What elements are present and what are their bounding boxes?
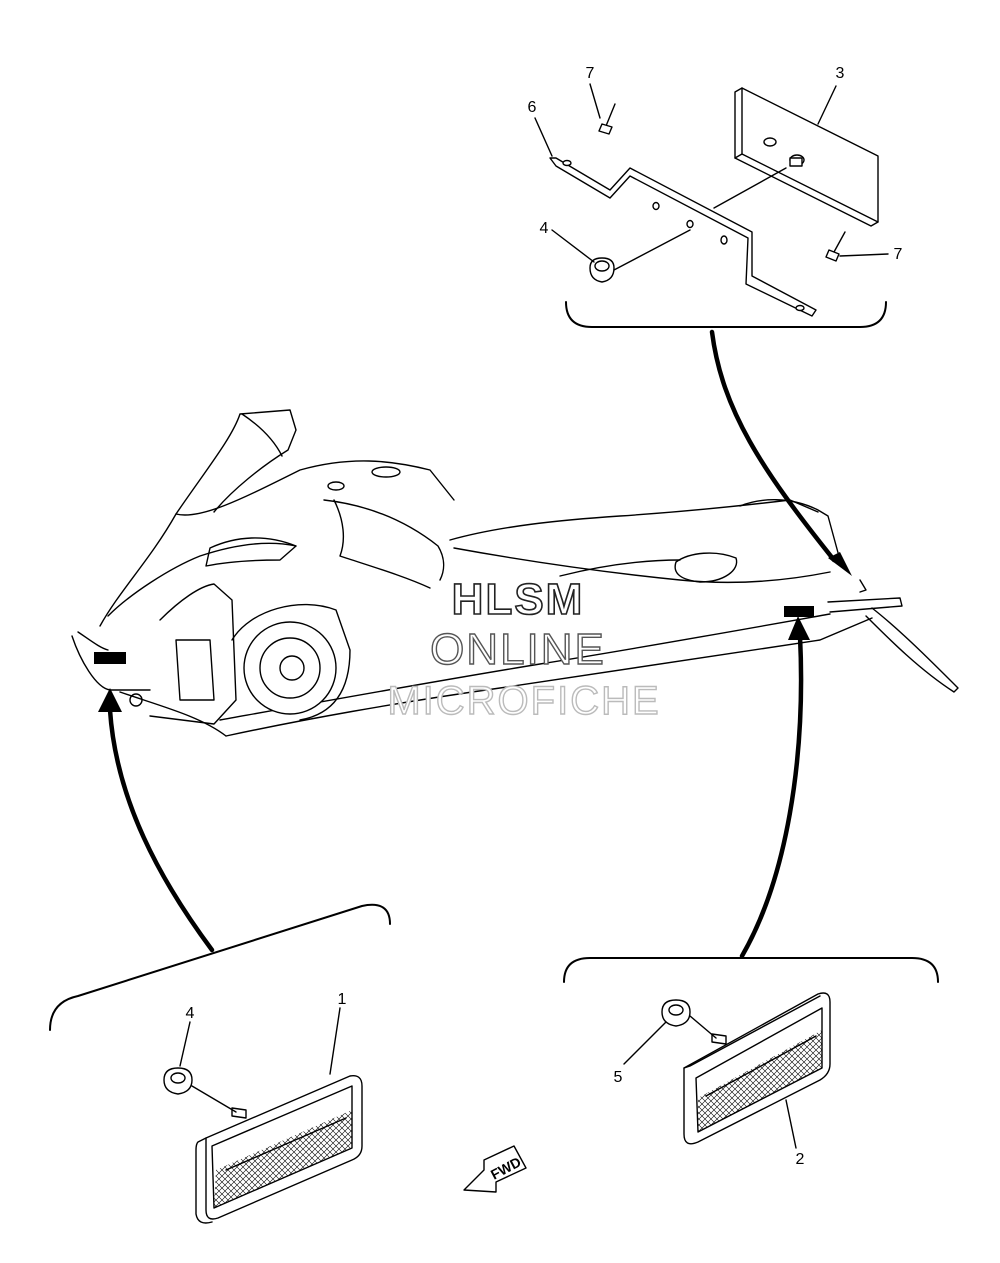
nut-top-part	[589, 229, 691, 283]
mounting-bracket-part	[549, 157, 817, 317]
leader-5	[623, 1021, 667, 1065]
leader-2	[785, 1099, 797, 1149]
rivet-top-part	[598, 103, 616, 135]
inset-frame-left	[49, 903, 391, 1031]
callout-7-top: 7	[586, 65, 595, 82]
callout-3: 3	[836, 65, 845, 82]
front-reflector-location	[94, 652, 126, 664]
forward-direction-indicator: FWD	[463, 1145, 527, 1193]
callout-7-right: 7	[894, 246, 903, 263]
callout-1: 1	[338, 991, 347, 1008]
front-reflector-inset: 4 1	[49, 903, 391, 1224]
rivet-right-part	[825, 231, 846, 262]
callout-4-bottom: 4	[186, 1005, 195, 1022]
watermark-line-2: ONLINE	[430, 625, 606, 674]
inset-frame-top	[565, 301, 887, 328]
rear-reflector-location	[784, 606, 814, 617]
callout-4-top: 4	[540, 220, 549, 237]
side-reflector-inset: 5 2	[563, 957, 939, 1168]
pointer-line-rear	[709, 329, 837, 563]
pointer-line-side	[739, 633, 804, 959]
snowmobile-body	[71, 409, 959, 737]
license-bracket-inset: 7 6 3 4 7	[528, 65, 903, 328]
watermark-line-3: MICROFICHE	[387, 679, 660, 723]
watermark-line-1: HLSM	[452, 575, 585, 624]
callout-6: 6	[528, 99, 537, 116]
leader-4-bottom	[179, 1021, 191, 1067]
pointer-head-side	[788, 616, 810, 640]
reflector-2-part	[683, 992, 831, 1145]
leader-3	[817, 85, 837, 125]
reflector-1-part	[195, 1075, 363, 1224]
leader-1	[329, 1007, 341, 1075]
inset-frame-right	[563, 957, 939, 983]
watermark: HLSM ONLINE MICROFICHE	[387, 574, 660, 724]
callout-5: 5	[614, 1069, 623, 1086]
leader-7-right	[839, 253, 889, 257]
callout-2: 2	[796, 1151, 805, 1168]
license-plate-part	[734, 87, 879, 227]
nut-5-part	[661, 999, 717, 1039]
pointer-head-rear	[828, 552, 852, 576]
leader-7-top	[589, 83, 601, 119]
nut-bottom-part	[163, 1067, 237, 1113]
forward-arrow-icon	[463, 1145, 527, 1193]
leader-6	[534, 117, 553, 157]
pointer-head-front	[98, 688, 122, 712]
leader-4-top	[551, 229, 595, 263]
pointer-line-front	[107, 707, 215, 953]
